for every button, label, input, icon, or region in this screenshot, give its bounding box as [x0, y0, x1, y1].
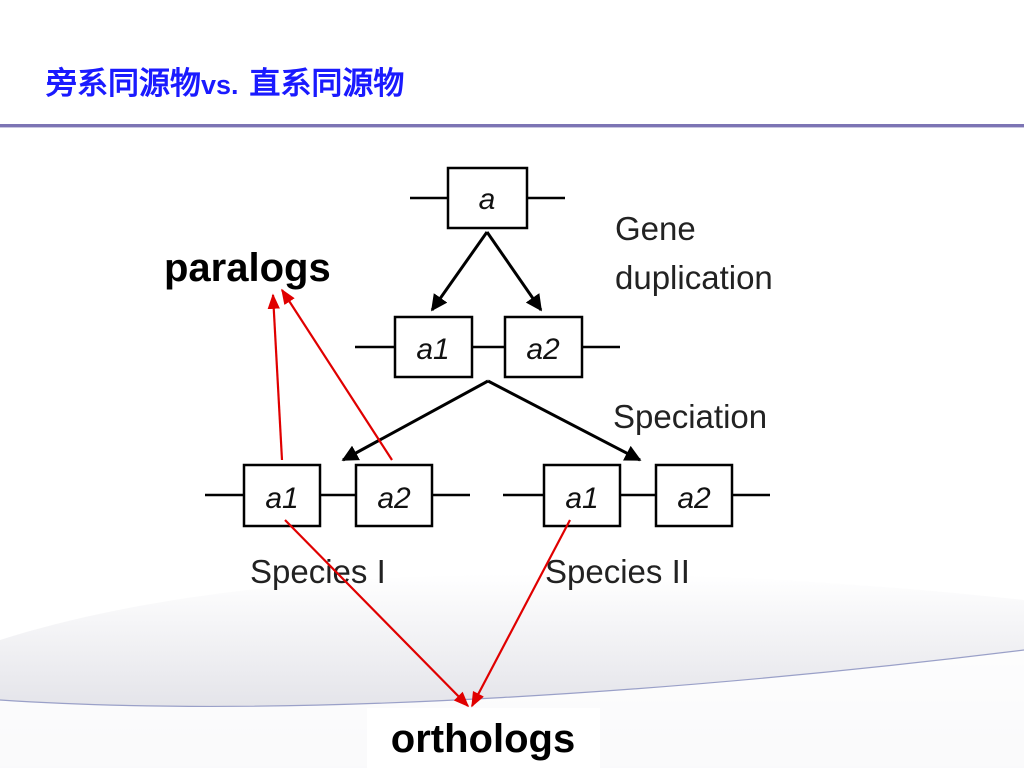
- species1-gene-a2-label: a2: [377, 482, 411, 515]
- speciation-arrow-right: [487, 379, 642, 462]
- dup-gene-a2-label: a2: [526, 333, 560, 366]
- species1-gene-a1-label: a1: [265, 482, 298, 515]
- title-divider-shadow: [0, 127, 1024, 128]
- root-gene-label: a: [479, 183, 496, 216]
- paralog-arrow-from-a1: [267, 293, 284, 461]
- title-vs: vs.: [201, 70, 239, 100]
- species2-gene-a1-label: a1: [565, 482, 598, 515]
- duplication-arrow-left: [430, 231, 489, 312]
- species2-gene-a2-label: a2: [677, 482, 711, 515]
- duplicated-genes: a1 a2: [355, 315, 620, 379]
- dup-gene-a1-label: a1: [416, 333, 449, 366]
- gene-duplication-label-line2: duplication: [615, 259, 773, 296]
- duplication-arrow-right: [485, 231, 543, 312]
- species-1-label: Species I: [250, 553, 386, 590]
- orthologs-label: orthologs: [391, 717, 575, 761]
- paralog-arrow-from-a2: [281, 288, 393, 461]
- species-1-genes: a1 a2: [205, 463, 470, 528]
- orthologs-label-backdrop: [367, 708, 600, 768]
- speciation-label: Speciation: [613, 398, 767, 435]
- speciation-arrow-left: [341, 379, 489, 462]
- title-divider: [0, 124, 1024, 127]
- gene-duplication-label-line1: Gene: [615, 210, 696, 247]
- ortholog-arrow-from-species1: [284, 519, 470, 708]
- ortholog-arrow-from-species2: [471, 519, 571, 708]
- title-part-paralog: 旁系同源物: [46, 66, 201, 102]
- root-gene: a: [410, 166, 565, 230]
- paralogs-label: paralogs: [164, 246, 331, 290]
- species-2-genes: a1 a2: [503, 463, 770, 528]
- species-2-label: Species II: [545, 553, 690, 590]
- title-part-ortholog: 直系同源物: [238, 66, 405, 102]
- slide-title: 旁系同源物vs. 直系同源物: [46, 58, 404, 103]
